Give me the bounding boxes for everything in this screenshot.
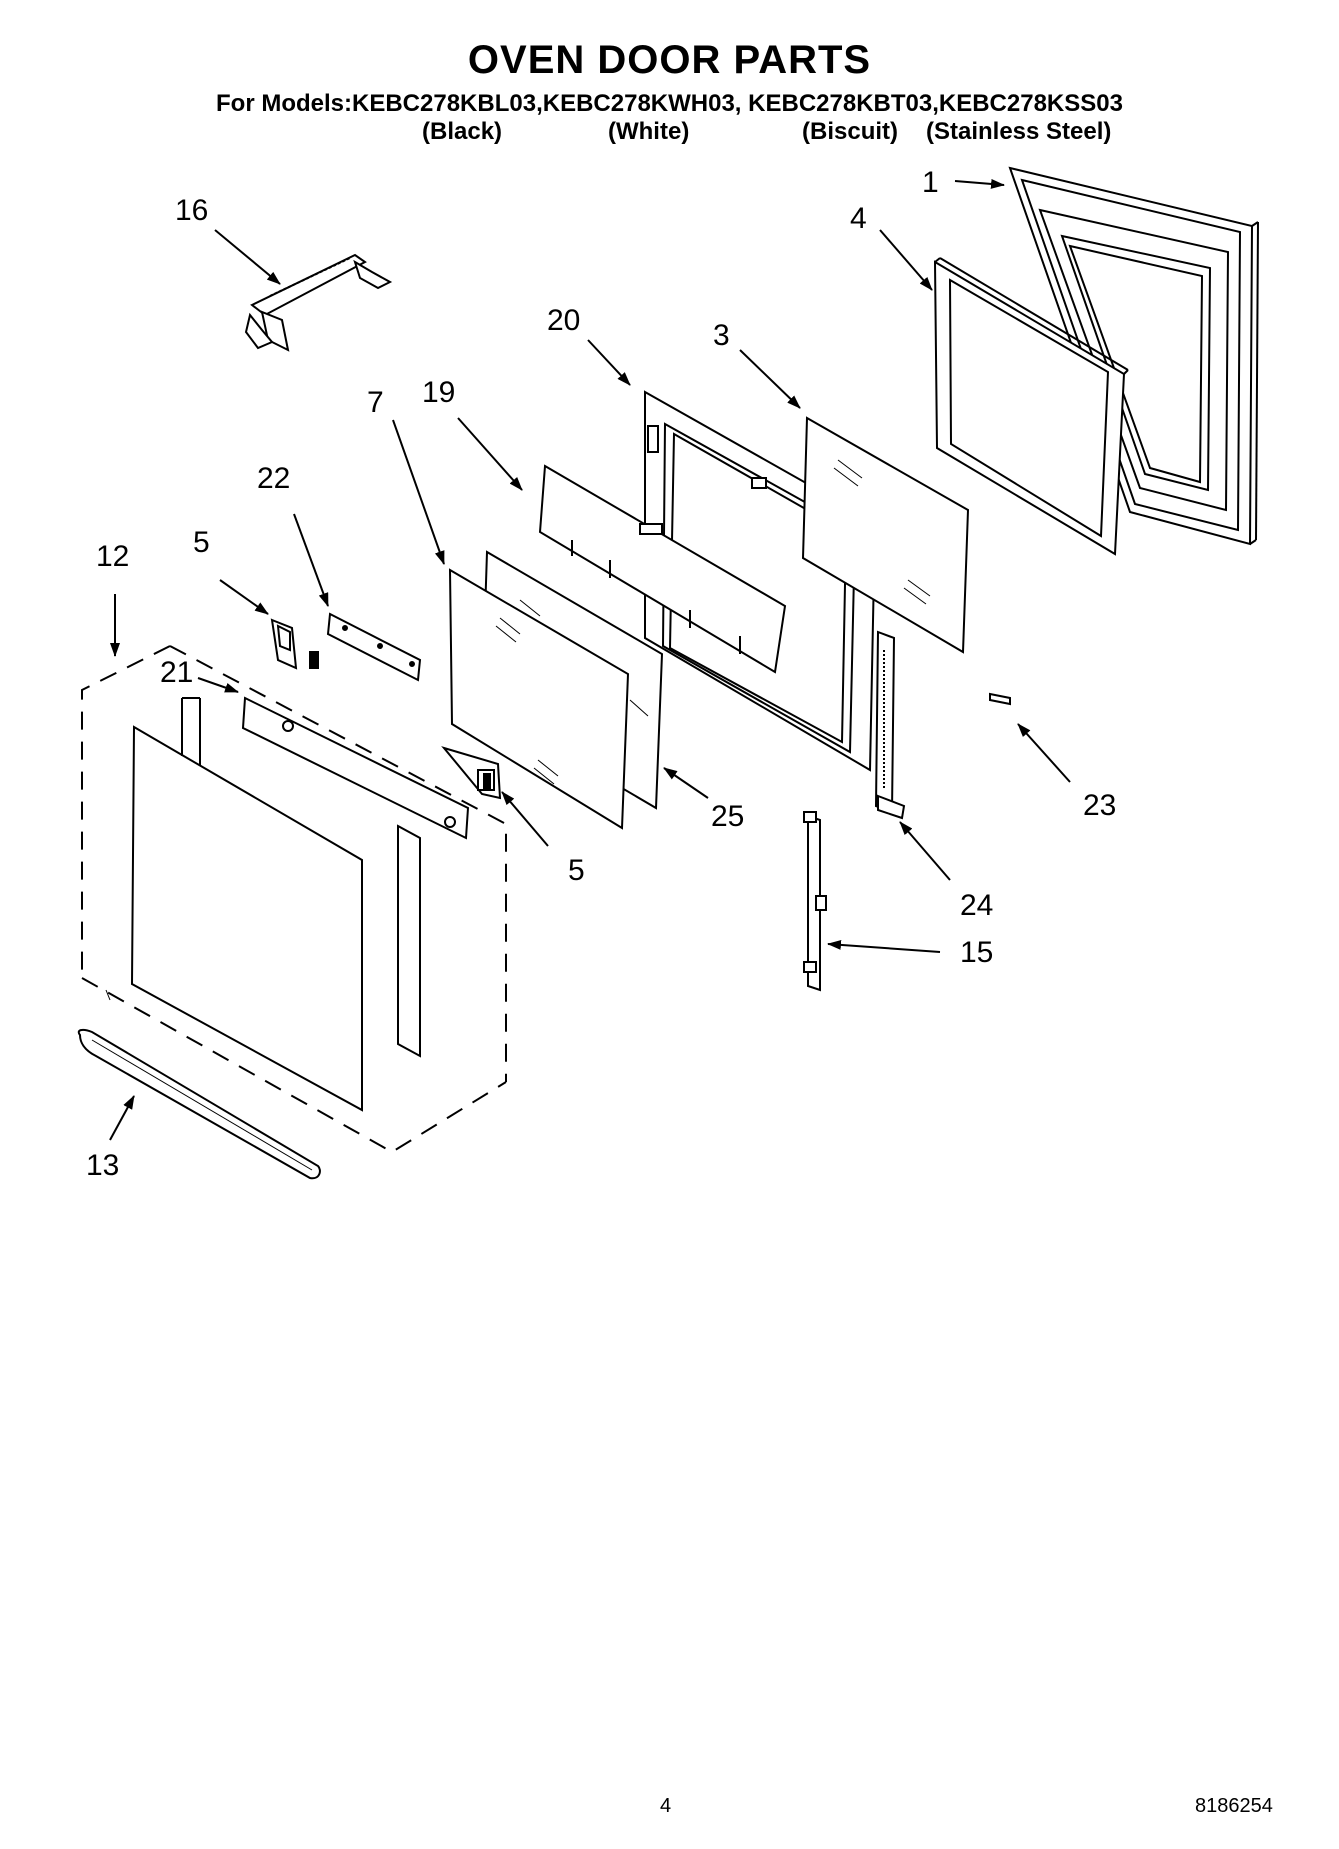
callout-1: 1	[922, 166, 939, 199]
part-23-clip	[989, 692, 1011, 706]
callout-4: 4	[850, 202, 867, 235]
callout-20: 20	[547, 304, 580, 337]
part-16-bracket	[244, 253, 393, 352]
part-15-bracket	[803, 811, 827, 992]
callout-25: 25	[711, 800, 744, 833]
document-number: 8186254	[1195, 1795, 1273, 1817]
part-19-baffle	[538, 464, 787, 674]
callout-21: 21	[160, 656, 193, 689]
part-5-clip-upper	[270, 618, 319, 670]
part-7-front-glass	[448, 568, 630, 830]
callout-22: 22	[257, 462, 290, 495]
color-biscuit: (Biscuit)	[802, 118, 898, 145]
callout-5-lower: 5	[568, 854, 585, 887]
leader-lines	[109, 178, 1071, 1141]
part-4-door-frame	[933, 257, 1129, 556]
color-white: (White)	[608, 118, 690, 145]
callout-24: 24	[960, 889, 993, 922]
callout-5-upper: 5	[193, 526, 210, 559]
page-title: OVEN DOOR PARTS	[467, 38, 872, 82]
callout-15: 15	[960, 936, 993, 969]
color-black: (Black)	[422, 118, 503, 145]
part-12-outer-panel	[81, 645, 507, 1154]
page-number: 4	[660, 1795, 672, 1817]
callout-19: 19	[422, 376, 455, 409]
callout-3: 3	[713, 319, 730, 352]
model-list: For Models:KEBC278KBL03,KEBC278KWH03, KE…	[216, 90, 1123, 117]
part-13-bottom-trim	[77, 1028, 321, 1180]
part-24-hinge	[874, 630, 906, 820]
color-stainless-steel: (Stainless Steel)	[926, 118, 1112, 145]
callout-7: 7	[367, 386, 384, 419]
callout-13: 13	[86, 1149, 119, 1182]
callout-23: 23	[1083, 789, 1116, 822]
part-5-clip-lower	[441, 746, 502, 800]
part-21-strip	[241, 696, 470, 840]
part-22-trim	[326, 612, 422, 682]
part-3-glass-panel	[801, 416, 970, 654]
callout-12: 12	[96, 540, 129, 573]
callout-16: 16	[175, 194, 208, 227]
callout-numbers: 1 4 16 20 3 7 19 22 12 5 21 5 25 23 24 1…	[86, 166, 1116, 1182]
